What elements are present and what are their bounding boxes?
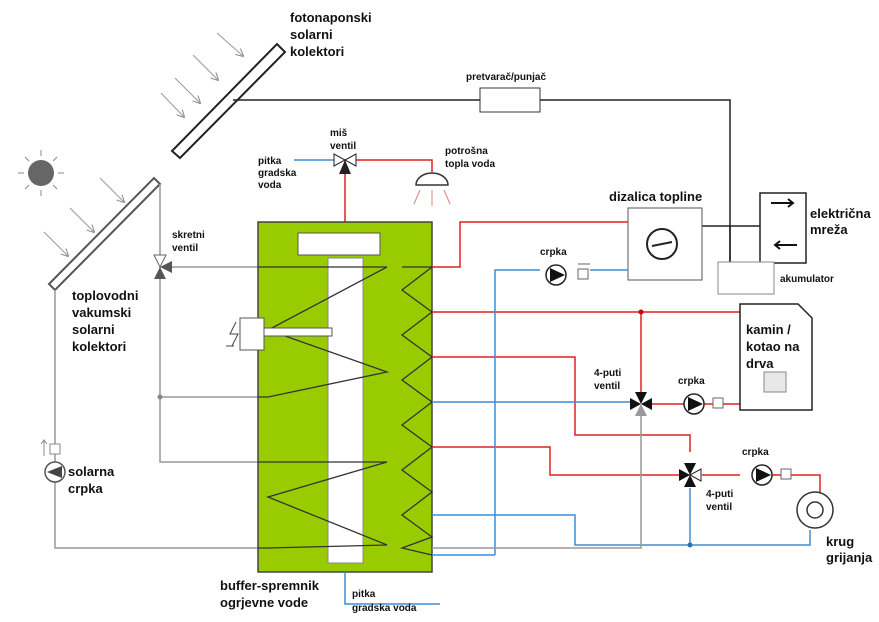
diverter-valve-label: skretni ventil xyxy=(172,230,208,254)
vacuum-collectors-label: toplovodni vakumski solarni kolektori xyxy=(72,288,142,354)
valve4-a-label: 4-puti ventil xyxy=(594,368,624,392)
pv-sunrays-icon xyxy=(160,32,243,117)
battery-box xyxy=(717,261,775,295)
electric-heater-icon xyxy=(226,317,333,351)
grid-box xyxy=(759,192,807,264)
domestic-water-pipes xyxy=(294,159,433,222)
solar-pump-icon xyxy=(40,439,66,483)
potable-water-bottom-label: pitka gradska voda xyxy=(352,589,417,614)
grid-label: električna mreža xyxy=(810,206,874,237)
heat-pump-label: dizalica topline xyxy=(609,189,702,204)
mix-valve-label: miš ventil xyxy=(330,128,356,152)
pv-collectors-label: fotonaponski solarni kolektori xyxy=(290,10,375,59)
pump-low-icon xyxy=(751,464,792,486)
heating-circuit-label: krug grijanja xyxy=(826,534,873,565)
valve4-b-label: 4-puti ventil xyxy=(706,489,736,513)
pv-collector-panel xyxy=(170,42,287,160)
pipe-junction xyxy=(638,309,644,315)
pump-low-label: crpka xyxy=(742,447,769,458)
pump-top-icon xyxy=(545,263,590,286)
collector-sunrays-icon xyxy=(43,177,124,256)
heat-pump-pipes xyxy=(344,221,821,605)
electric-wiring xyxy=(233,99,760,262)
battery-label: akumulator xyxy=(780,274,834,285)
heat-pump-compressor-icon xyxy=(646,228,678,260)
hot-water-label: potrošna topla voda xyxy=(445,146,495,170)
buffer-tank-label: buffer-spremnik ogrjevne vode xyxy=(220,578,323,610)
vacuum-collector-panel xyxy=(47,176,162,292)
pipe-junction xyxy=(157,394,163,400)
inverter-label: pretvarač/punjač xyxy=(466,72,546,83)
buffer-tank xyxy=(257,221,434,573)
mix-valve-icon xyxy=(333,153,357,174)
pump-mid-label: crpka xyxy=(678,376,705,387)
pipe-junction xyxy=(687,542,693,548)
stove-box xyxy=(739,303,813,411)
grid-arrows-icon xyxy=(771,198,797,250)
four-way-valve-a-icon xyxy=(630,392,652,416)
potable-water-left-label: pitka gradska voda xyxy=(258,156,299,191)
inverter-box xyxy=(479,87,541,113)
four-way-valve-b-icon xyxy=(679,463,702,487)
pump-mid-icon xyxy=(683,393,724,415)
solar-pump-label: solarna crpka xyxy=(68,464,118,496)
radiator-icon xyxy=(796,491,834,529)
pump-top-label: crpka xyxy=(540,247,567,258)
sun-icon xyxy=(18,150,64,196)
diverter-valve-icon xyxy=(153,254,172,279)
stove-label: kamin / kotao na drva xyxy=(746,322,803,371)
shower-icon xyxy=(413,172,451,206)
